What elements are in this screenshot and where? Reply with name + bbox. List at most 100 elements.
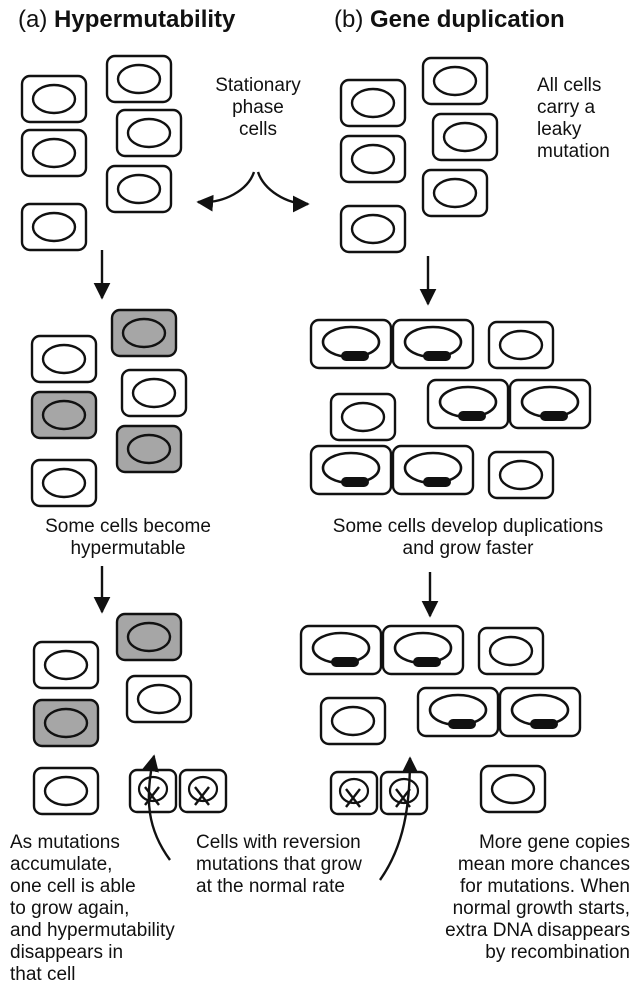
- panel-a-heading: (a) Hypermutability: [18, 6, 235, 34]
- outcome-a-line-2: accumulate,: [10, 854, 113, 875]
- reversion-mark: [345, 788, 361, 808]
- leaky-line-1: All cells: [537, 75, 602, 96]
- leaky-cell: [339, 134, 407, 184]
- duplication-cell: [426, 378, 510, 430]
- gene-copy: [540, 411, 568, 421]
- stationary-line-3: cells: [238, 119, 277, 140]
- normal-cell: [329, 392, 397, 442]
- normal-cell: [319, 696, 387, 746]
- duplication-cell: [309, 318, 393, 370]
- arrow-layer: [93, 171, 439, 881]
- hypermutable-caption-line-2: hypermutable: [70, 538, 186, 559]
- hypermutable-cell: [32, 698, 100, 748]
- leaky-cell: [421, 56, 489, 106]
- normal-cell: [125, 674, 193, 724]
- duplication-cell: [391, 318, 475, 370]
- outcome-a-line-4: to grow again,: [10, 898, 130, 919]
- duplication-cell: [391, 444, 475, 496]
- leaky-mutation-label: All cells carry a leaky mutation: [537, 75, 610, 163]
- gene-copy: [423, 477, 451, 487]
- reverted-cell: [329, 770, 379, 816]
- outcome-b-line-5: extra DNA disappears: [445, 920, 630, 941]
- normal-cell: [477, 626, 545, 676]
- stationary-cell: [105, 54, 173, 104]
- arrow-curve-left: [196, 171, 256, 212]
- leaky-cell: [431, 112, 499, 162]
- normal-cell: [487, 450, 555, 500]
- normal-cell: [120, 368, 188, 418]
- normal-cell: [32, 640, 100, 690]
- outcome-b-line-4: normal growth starts,: [452, 898, 630, 919]
- stationary-cell: [20, 74, 88, 124]
- gene-copy: [530, 719, 558, 729]
- reverted-cell: [379, 770, 429, 816]
- outcome-a-line-1: As mutations: [10, 832, 120, 853]
- reversion-line-2: mutations that grow: [196, 854, 362, 875]
- duplication-caption-line-1: Some cells develop duplications: [332, 516, 604, 537]
- gene-copy: [423, 351, 451, 361]
- leaky-line-2: carry a: [537, 97, 596, 118]
- gene-copy: [413, 657, 441, 667]
- outcome-b-line-1: More gene copies: [478, 832, 630, 853]
- outcome-b-line-2: mean more chances: [457, 854, 630, 875]
- normal-cell: [487, 320, 555, 370]
- duplication-outcome-text: More gene copies mean more chances for m…: [445, 832, 630, 964]
- leaky-line-3: leaky: [537, 119, 582, 140]
- cell-layer: [20, 54, 592, 816]
- normal-cell: [32, 766, 100, 816]
- duplication-caption: Some cells develop duplications and grow…: [296, 516, 640, 560]
- panel-b-heading: (b) Gene duplication: [334, 6, 565, 34]
- hypermutability-outcome-text: As mutations accumulate, one cell is abl…: [10, 832, 175, 986]
- hypermutable-cell: [110, 308, 178, 358]
- outcome-a-line-7: that cell: [10, 964, 76, 985]
- gene-copy: [458, 411, 486, 421]
- gene-copy: [331, 657, 359, 667]
- stationary-cell: [115, 108, 183, 158]
- gene-copy: [341, 351, 369, 361]
- normal-cell: [479, 764, 547, 814]
- reversion-mark: [144, 786, 160, 806]
- panel-a-letter: (a): [18, 6, 48, 33]
- outcome-a-line-5: and hypermutability: [10, 920, 175, 941]
- stationary-cell: [20, 128, 88, 178]
- outcome-b-line-3: for mutations. When: [459, 876, 630, 897]
- stationary-line-2: phase: [232, 97, 284, 118]
- reversion-mark: [194, 786, 210, 806]
- reversion-text: Cells with reversion mutations that grow…: [196, 832, 362, 898]
- arrow-curve-right: [256, 171, 310, 213]
- arrow-up-right: [379, 756, 419, 881]
- leaky-cell: [339, 78, 407, 128]
- hypermutable-caption: Some cells become hypermutable: [0, 516, 256, 560]
- duplication-cell: [299, 624, 383, 676]
- reverted-cell: [128, 768, 178, 814]
- duplication-cell: [381, 624, 465, 676]
- panel-b-title: Gene duplication: [370, 6, 565, 33]
- leaky-line-4: mutation: [537, 141, 610, 162]
- duplication-cell: [498, 686, 582, 738]
- panel-b-letter: (b): [334, 6, 364, 33]
- hypermutable-caption-line-1: Some cells become: [45, 516, 211, 537]
- normal-cell: [30, 334, 98, 384]
- gene-copy: [448, 719, 476, 729]
- panel-a-title: Hypermutability: [54, 6, 236, 33]
- reverted-cell: [178, 768, 228, 814]
- reversion-line-3: at the normal rate: [196, 876, 345, 897]
- hypermutable-cell: [115, 612, 183, 662]
- hypermutable-cell: [30, 390, 98, 440]
- normal-cell: [30, 458, 98, 508]
- gene-copy: [341, 477, 369, 487]
- outcome-a-line-6: disappears in: [10, 942, 124, 963]
- duplication-cell: [508, 378, 592, 430]
- stationary-cell: [105, 164, 173, 214]
- arrow-up-left: [142, 754, 171, 861]
- leaky-cell: [339, 204, 407, 254]
- hypermutable-cell: [115, 424, 183, 474]
- outcome-a-line-3: one cell is able: [10, 876, 136, 897]
- outcome-b-line-6: by recombination: [485, 942, 630, 963]
- duplication-cell: [416, 686, 500, 738]
- leaky-cell: [421, 168, 489, 218]
- duplication-caption-line-2: and grow faster: [402, 538, 534, 559]
- duplication-cell: [309, 444, 393, 496]
- stationary-line-1: Stationary: [215, 75, 301, 96]
